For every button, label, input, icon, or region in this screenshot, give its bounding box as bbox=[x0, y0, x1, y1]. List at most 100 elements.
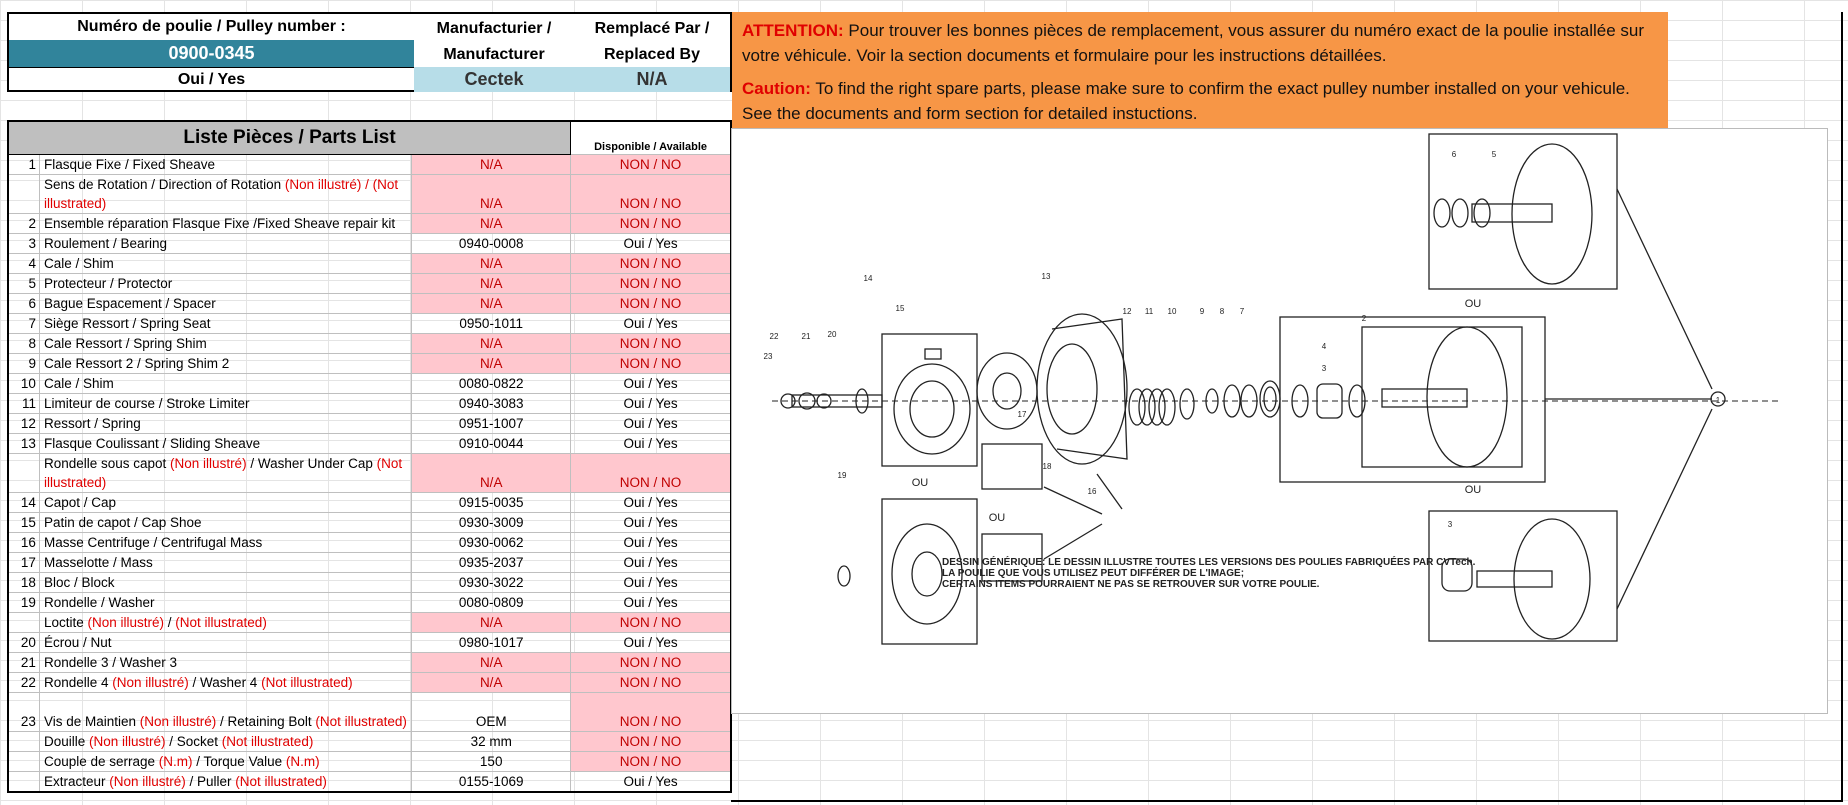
part-note-en: (N.m) bbox=[285, 754, 320, 769]
manufacturer-value[interactable]: Cectek bbox=[414, 67, 574, 92]
part-reference[interactable]: N/A bbox=[411, 273, 572, 294]
callout-7: 7 bbox=[1240, 307, 1245, 316]
part-desc: Douille bbox=[43, 734, 89, 749]
diagram-note-line2: LA POULIE QUE VOUS UTILISEZ PEUT DIFFÉRE… bbox=[942, 566, 1244, 579]
part-reference[interactable]: 150 bbox=[411, 751, 572, 772]
part-number bbox=[7, 612, 40, 633]
part-reference[interactable]: N/A bbox=[411, 652, 572, 673]
attention-fr-text: Pour trouver les bonnes pièces de rempla… bbox=[742, 21, 1645, 65]
part-desc-en: / Puller bbox=[185, 774, 236, 789]
part-availability: Oui / Yes bbox=[570, 233, 732, 254]
part-reference[interactable]: 0080-0822 bbox=[411, 373, 572, 394]
callout-12: 12 bbox=[1123, 307, 1132, 316]
part-description: Ensemble réparation Flasque Fixe /Fixed … bbox=[38, 213, 413, 234]
attention-en-prefix: Caution: bbox=[742, 79, 811, 98]
part-reference[interactable]: 0155-1069 bbox=[411, 771, 572, 793]
part-description: Vis de Maintien (Non illustré) / Retaini… bbox=[38, 692, 413, 732]
part-note-en: (Not illustrated) bbox=[261, 675, 353, 690]
attention-fr: ATTENTION: Pour trouver les bonnes pièce… bbox=[742, 18, 1658, 68]
part-desc: Couple de serrage bbox=[43, 754, 159, 769]
pulley-number-label: Numéro de poulie / Pulley number : bbox=[77, 18, 346, 35]
pulley-number-value[interactable]: 0900-0345 bbox=[9, 40, 414, 67]
part-availability: NON / NO bbox=[570, 612, 732, 633]
part-reference[interactable]: N/A bbox=[411, 174, 572, 214]
callout-20: 20 bbox=[828, 330, 837, 339]
part-desc-en: / Torque Value bbox=[192, 754, 286, 769]
part-note-en: (Not illustrated) bbox=[235, 774, 327, 789]
pulley-header: Numéro de poulie / Pulley number : 0900-… bbox=[7, 12, 732, 92]
part-availability: NON / NO bbox=[570, 174, 732, 214]
part-number: 8 bbox=[7, 333, 40, 354]
part-desc: Écrou / Nut bbox=[43, 635, 112, 650]
parts-table: Liste Pièces / Parts List Disponible / A… bbox=[7, 120, 732, 793]
part-availability: NON / NO bbox=[570, 213, 732, 234]
part-description: Rondelle / Washer bbox=[38, 592, 413, 613]
part-reference[interactable]: 0915-0035 bbox=[411, 492, 572, 513]
part-desc: Vis de Maintien bbox=[43, 714, 140, 729]
part-note: (N.m) bbox=[158, 754, 193, 769]
part-reference[interactable]: N/A bbox=[411, 333, 572, 354]
part-reference[interactable]: 0080-0809 bbox=[411, 592, 572, 613]
part-availability: Oui / Yes bbox=[570, 532, 732, 553]
callout-3b: 3 bbox=[1448, 520, 1453, 529]
part-description: Extracteur (Non illustré) / Puller (Not … bbox=[38, 771, 413, 793]
part-number: 5 bbox=[7, 273, 40, 294]
part-description: Cale / Shim bbox=[38, 373, 413, 394]
part-reference[interactable]: 32 mm bbox=[411, 731, 572, 752]
diagram-note-line1: DESSIN GÉNÉRIQUE: LE DESSIN ILLUSTRE TOU… bbox=[942, 555, 1476, 568]
part-note: (Non illustré) bbox=[87, 615, 165, 630]
part-availability: NON / NO bbox=[570, 293, 732, 314]
callout-18: 18 bbox=[1043, 462, 1052, 471]
part-reference[interactable]: N/A bbox=[411, 353, 572, 374]
part-reference[interactable]: N/A bbox=[411, 453, 572, 493]
part-availability: Oui / Yes bbox=[570, 592, 732, 613]
part-reference[interactable]: N/A bbox=[411, 293, 572, 314]
part-availability: NON / NO bbox=[570, 731, 732, 752]
part-reference[interactable]: 0930-3009 bbox=[411, 512, 572, 533]
part-availability: NON / NO bbox=[570, 253, 732, 274]
part-reference[interactable]: 0930-0062 bbox=[411, 532, 572, 553]
part-number: 14 bbox=[7, 492, 40, 513]
part-reference[interactable]: N/A bbox=[411, 672, 572, 693]
part-reference[interactable]: 0940-0008 bbox=[411, 233, 572, 254]
part-reference[interactable]: N/A bbox=[411, 612, 572, 633]
part-reference[interactable]: 0935-2037 bbox=[411, 552, 572, 573]
part-reference[interactable]: OEM bbox=[411, 692, 572, 732]
part-availability: NON / NO bbox=[570, 751, 732, 772]
part-availability: Oui / Yes bbox=[570, 413, 732, 434]
part-reference[interactable]: 0910-0044 bbox=[411, 433, 572, 454]
part-desc-en: / Socket bbox=[165, 734, 222, 749]
part-reference[interactable]: 0940-3083 bbox=[411, 393, 572, 414]
part-reference[interactable]: 0951-1007 bbox=[411, 413, 572, 434]
part-reference[interactable]: N/A bbox=[411, 213, 572, 234]
part-reference[interactable]: 0930-3022 bbox=[411, 572, 572, 593]
part-description: Cale Ressort / Spring Shim bbox=[38, 333, 413, 354]
part-reference[interactable]: 0980-1017 bbox=[411, 632, 572, 653]
replaced-by-label: Remplacé Par / Replaced By bbox=[594, 19, 710, 63]
part-note: (Non illustré) bbox=[139, 714, 217, 729]
part-reference[interactable]: N/A bbox=[411, 253, 572, 274]
part-note-en: (Not illustrated) bbox=[315, 714, 407, 729]
replaced-by-value[interactable]: N/A bbox=[574, 67, 730, 92]
part-availability: NON / NO bbox=[570, 692, 732, 732]
part-number bbox=[7, 453, 40, 493]
part-note: (Non illustré) bbox=[88, 734, 166, 749]
ou-label-3: OU bbox=[912, 477, 929, 489]
callout-1: 1 bbox=[1716, 396, 1721, 405]
part-desc: Bague Espacement / Spacer bbox=[43, 296, 216, 311]
part-desc: Cale Ressort / Spring Shim bbox=[43, 336, 207, 351]
part-note-en: (Not illustrated) bbox=[43, 456, 403, 490]
part-availability: Oui / Yes bbox=[570, 771, 732, 793]
part-reference[interactable]: 0950-1011 bbox=[411, 313, 572, 334]
part-reference[interactable]: N/A bbox=[411, 154, 572, 175]
callout-17: 17 bbox=[1018, 410, 1027, 419]
part-availability: NON / NO bbox=[570, 273, 732, 294]
